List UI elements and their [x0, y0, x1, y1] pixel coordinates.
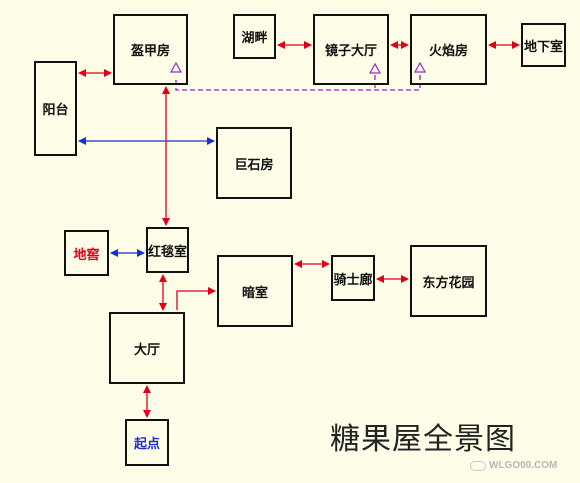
dashed-link-kuijiafang-huoyanfang — [175, 74, 421, 91]
room-huoyanfang[interactable]: 火焰房 — [410, 14, 487, 85]
room-dongfanghuayuan[interactable]: 东方花园 — [410, 245, 487, 317]
gamepad-icon — [470, 460, 486, 471]
link-triangle-huoyanfang — [413, 61, 427, 73]
room-qishilang[interactable]: 骑士廊 — [331, 255, 375, 301]
room-jushifang[interactable]: 巨石房 — [216, 127, 292, 199]
room-jingzidating[interactable]: 镜子大厅 — [313, 14, 389, 85]
room-hongtanshi[interactable]: 红毯室 — [146, 227, 189, 273]
room-qidian[interactable]: 起点 — [125, 419, 169, 466]
room-dating[interactable]: 大厅 — [109, 312, 185, 384]
room-dijiao[interactable]: 地窖 — [64, 230, 109, 276]
link-triangle-kuijiafang — [169, 61, 183, 73]
room-kuijiafang[interactable]: 盔甲房 — [113, 14, 188, 85]
room-yangtai[interactable]: 阳台 — [34, 61, 77, 156]
link-triangle-jingzidating — [368, 62, 382, 74]
room-dixiashi[interactable]: 地下室 — [521, 23, 566, 67]
room-anshi[interactable]: 暗室 — [217, 255, 293, 327]
watermark: WLGO00.COM — [470, 460, 557, 471]
watermark-text: WLGO00.COM — [489, 460, 558, 471]
link-dating-anshi — [176, 287, 216, 310]
room-hupan[interactable]: 湖畔 — [233, 14, 276, 59]
map-title: 糖果屋全景图 — [330, 422, 516, 457]
